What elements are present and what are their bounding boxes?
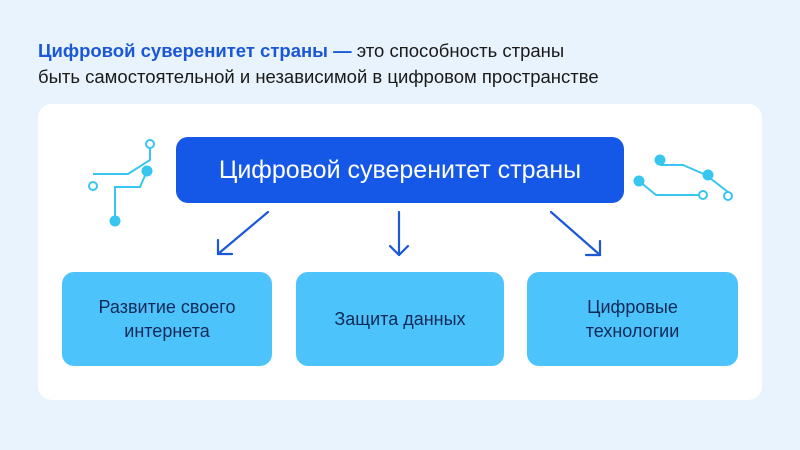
arrow-center-icon [388, 210, 410, 257]
arrow-left-icon [216, 210, 270, 256]
circuit-right-icon [633, 154, 733, 201]
item-label: Защита данных [334, 309, 466, 329]
circuit-left-icon [88, 139, 155, 227]
title-accent: Цифровой суверенитет страны — [38, 40, 352, 61]
item-label: Цифровые технологии [585, 297, 680, 341]
arrow-right-icon [549, 210, 602, 257]
main-concept-box: Цифровой суверенитет страны [176, 137, 624, 203]
item-box-digital-tech: Цифровые технологии [527, 272, 738, 366]
title-line-2: быть самостоятельной и независимой в циф… [38, 66, 599, 87]
item-box-internet: Развитие своего интернета [62, 272, 272, 366]
title-text: это способность страны [351, 40, 565, 61]
page-title: Цифровой суверенитет страны — это способ… [38, 38, 758, 90]
title-line-1: Цифровой суверенитет страны — это способ… [38, 38, 758, 64]
item-box-data-protection: Защита данных [296, 272, 504, 366]
main-concept-label: Цифровой суверенитет страны [218, 155, 582, 184]
item-label: Развитие своего интернета [98, 297, 236, 341]
